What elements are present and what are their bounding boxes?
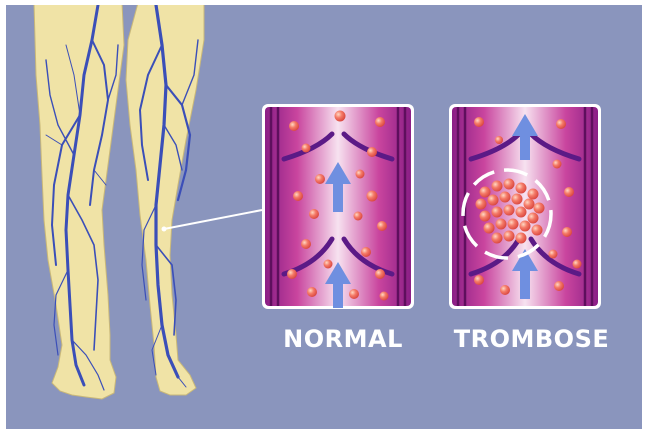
blood-cells (287, 110, 389, 301)
legs-figure (33, 5, 205, 400)
normal-label: NORMAL (283, 325, 403, 353)
dashed-circle-icon (461, 168, 553, 260)
arrow-up-icon (325, 162, 351, 308)
right-leg (125, 5, 205, 396)
trombose-label: TROMBOSE (453, 325, 610, 353)
leg-veins (45, 5, 119, 391)
trombose-vessel-panel (449, 104, 601, 309)
normal-vessel-panel (262, 104, 414, 309)
thrombosis-illustration (33, 5, 601, 400)
pointer-line (163, 209, 263, 230)
blood-clot (475, 178, 545, 244)
illustration-frame: NORMAL TROMBOSE (6, 5, 642, 429)
vein-valves (281, 131, 395, 277)
left-leg (33, 5, 125, 400)
